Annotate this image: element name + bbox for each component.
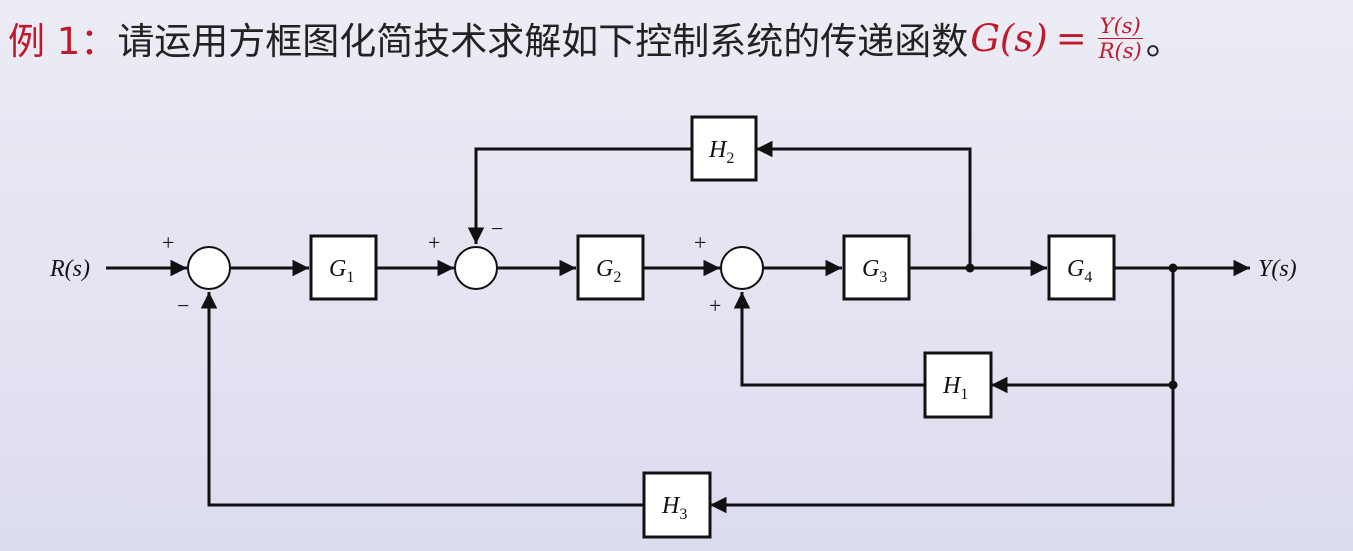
label-g3: G3 — [862, 256, 887, 286]
signal-h3-return — [200, 292, 644, 507]
pickoff-point-h1 — [1168, 380, 1178, 390]
label-h3: H3 — [661, 493, 687, 523]
label-g2: G2 — [596, 256, 621, 286]
label-h1: H1 — [942, 373, 968, 403]
label-g4: G4 — [1067, 256, 1092, 286]
block-g4 — [1047, 234, 1116, 301]
problem-text: 请运用方框图化简技术求解如下控制系统的传递函数 — [117, 20, 969, 63]
pickoff-point-g3 — [965, 263, 975, 273]
block-h2 — [690, 115, 758, 182]
signal-h2-pickoff — [756, 140, 972, 268]
formula-numerator: Y(s) — [1097, 13, 1143, 39]
sign-sum2-feedback: − — [491, 216, 503, 241]
label-h2: H2 — [708, 137, 734, 167]
block-g1 — [309, 234, 378, 301]
sign-sum3-input: + — [694, 230, 706, 255]
summing-junction-2 — [454, 246, 498, 290]
block-g2 — [576, 234, 645, 301]
formula-denominator: R(s) — [1098, 38, 1142, 63]
block-h3 — [642, 471, 712, 539]
transfer-function-formula: G(s) = Y(s) R(s) — [970, 14, 1145, 63]
summing-junction-1 — [187, 246, 231, 290]
block-g3 — [842, 234, 911, 301]
label-g1: G1 — [329, 256, 354, 286]
problem-title: 例 1： 请运用方框图化简技术求解如下控制系统的传递函数 G(s) = Y(s)… — [8, 6, 1183, 70]
sign-sum1-input: + — [162, 230, 174, 255]
sign-sum3-feedback: + — [709, 293, 721, 318]
example-label: 例 1： — [8, 20, 118, 63]
formula-equals: = — [1055, 16, 1087, 60]
formula-lhs: G(s) — [970, 16, 1048, 60]
block-h1 — [923, 351, 993, 419]
output-label: Y(s) — [1258, 256, 1297, 282]
end-punctuation: 。 — [1145, 20, 1183, 63]
pickoff-point-output — [1168, 263, 1178, 273]
sign-sum2-input: + — [428, 230, 440, 255]
input-label: R(s) — [49, 256, 90, 282]
summing-junction-3 — [720, 246, 764, 290]
signal-h2-return — [467, 147, 692, 244]
formula-fraction: Y(s) R(s) — [1097, 14, 1144, 63]
sign-sum1-feedback: − — [177, 293, 189, 318]
signal-h3-pickoff — [710, 385, 1175, 514]
signal-h1-return — [733, 292, 925, 387]
